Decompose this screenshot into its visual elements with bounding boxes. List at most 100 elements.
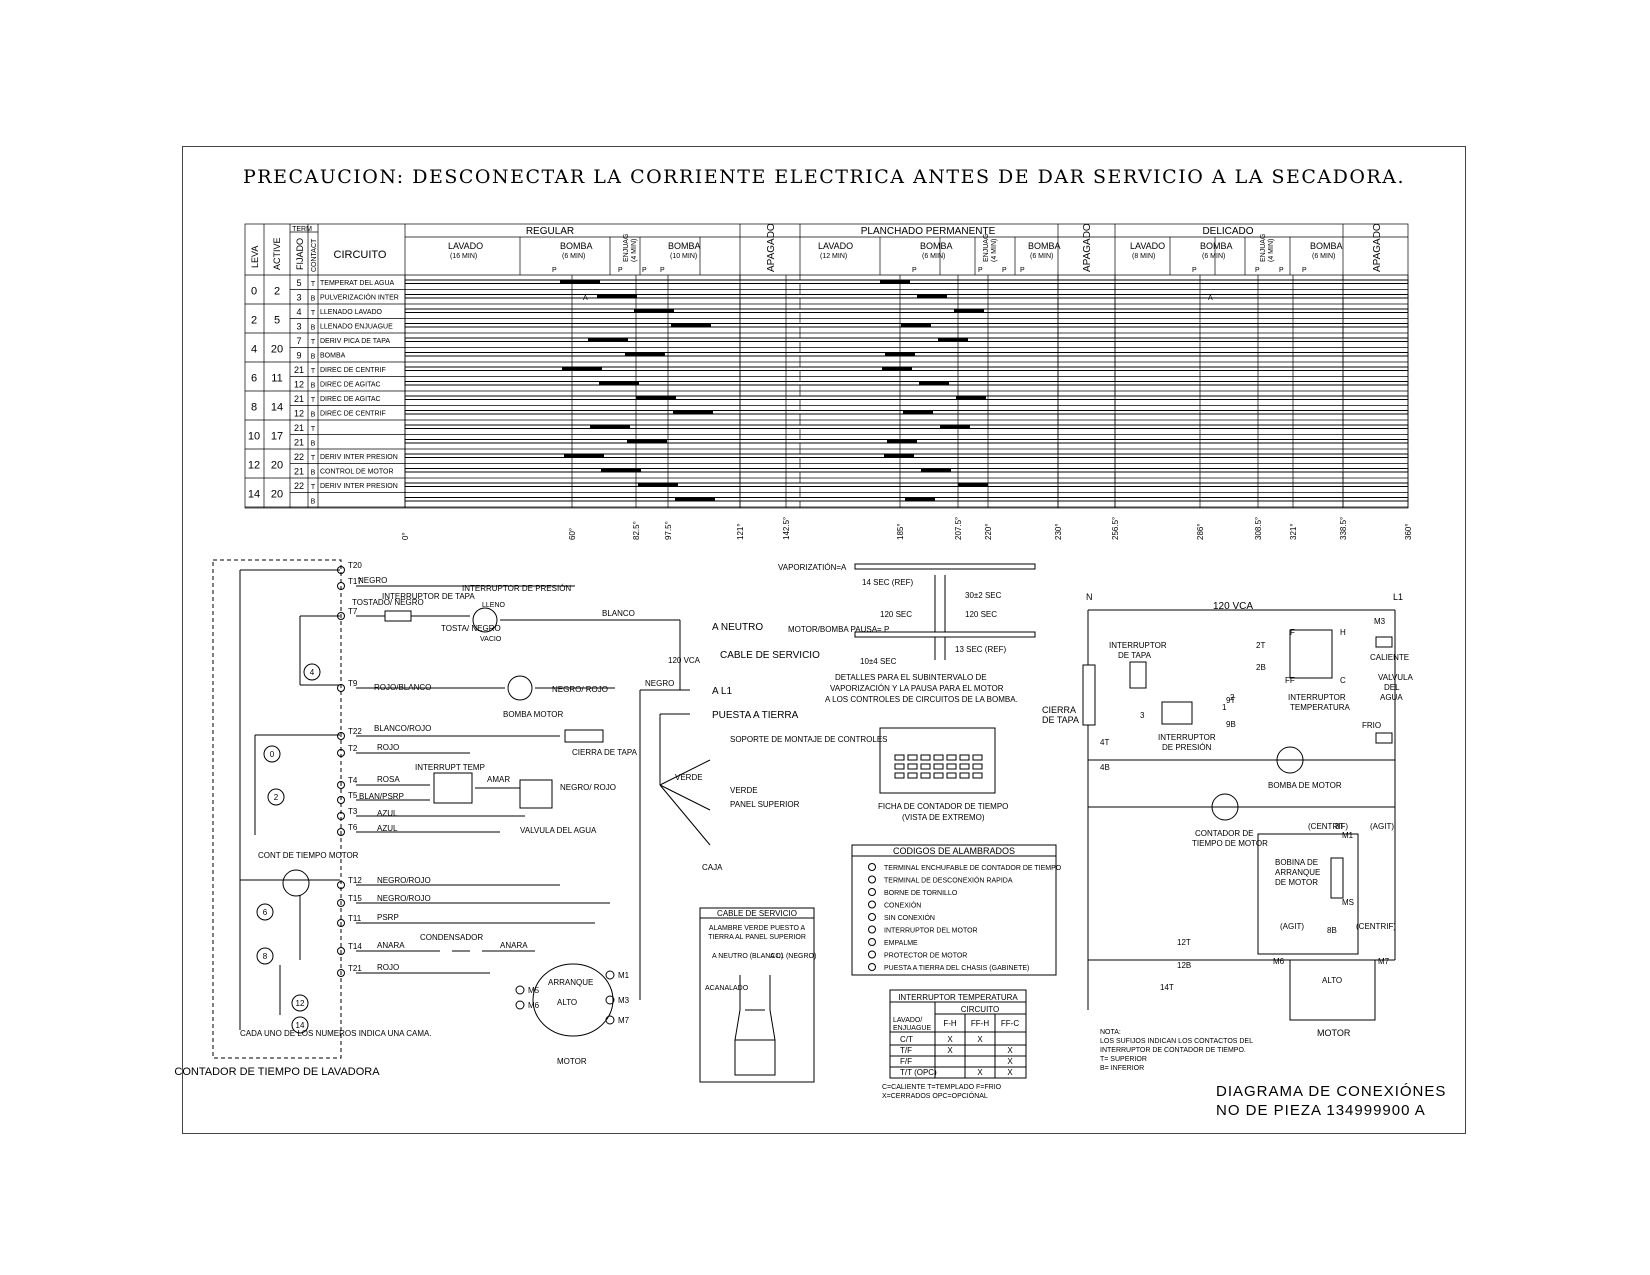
tt-col-2: FF-C — [1001, 1019, 1019, 1028]
term-14: 22 — [294, 481, 304, 491]
cam-14: 14 — [296, 1021, 305, 1030]
motor-bomba: MOTOR/BOMBA PAUSA= P — [788, 625, 889, 634]
term-3: 3 — [296, 322, 301, 332]
nota-2: LOS SUFIJOS INDICAN LOS CONTACTOS DEL — [1100, 1038, 1253, 1045]
r-agit-2: (AGIT) — [1280, 922, 1304, 931]
codes-title: CODIGOS DE ALAMBRADOS — [893, 846, 1015, 856]
cam-4: 4 — [310, 668, 315, 677]
p-mark-1-0: P — [912, 267, 917, 274]
contact-6: T — [311, 368, 316, 375]
sub-time-1-6: (6 MIN) — [1030, 253, 1053, 260]
soporte-label: SOPORTE DE MONTAJE DE CONTROLES — [730, 735, 888, 744]
degree-3: 97.5° — [664, 521, 673, 540]
ficha-1: FICHA DE CONTADOR DE TIEMPO — [878, 802, 1008, 811]
leva-4: 8 — [251, 402, 257, 414]
wire-anara-1: ANARA — [377, 941, 405, 950]
terminal-T5: T5 — [348, 791, 358, 800]
sub-2-2: BOMBA — [1200, 241, 1233, 251]
tt-cell-1-0: X — [947, 1046, 953, 1055]
cam-0: 0 — [270, 750, 275, 759]
sub-time-0-2: (6 MIN) — [562, 253, 585, 260]
sc-title: CABLE DE SERVICIO — [717, 909, 797, 918]
panel-superior: PANEL SUPERIOR — [730, 800, 800, 809]
leva-3: 6 — [251, 373, 257, 385]
circuit-label-9: DIREC DE CENTRIF — [320, 411, 386, 418]
wire-tostado: TOSTADO/ NEGRO — [352, 598, 424, 607]
tosta-negro-label: TOSTA/ NEGRO — [441, 624, 501, 633]
term-1: 3 — [296, 293, 301, 303]
code-item-2: BORNE DE TORNILLO — [884, 890, 958, 897]
r-valvula-3: AGUA — [1380, 693, 1403, 702]
group-planchado: PLANCHADO PERMANENTE — [861, 226, 996, 237]
active-4: 14 — [271, 402, 283, 414]
r-label-M6: M6 — [1273, 957, 1285, 966]
cable-servicio: CABLE DE SERVICIO — [720, 650, 820, 661]
terminal-T3: T3 — [348, 807, 358, 816]
circuit-label-14: DERIV INTER PRESION — [320, 483, 398, 490]
sc-neutro: A NEUTRO (BLANCO) — [712, 953, 783, 960]
code-item-1: TERMINAL DE DESCONEXIÓN RAPIDA — [884, 876, 1013, 885]
interruptor-presion-left: INTERRUPTOR DE PRESIÓN — [462, 584, 571, 593]
sub-enjuag-1: ENJUAG — [983, 234, 990, 262]
tt-row-2: F/F — [900, 1057, 912, 1066]
condensador-label: CONDENSADOR — [420, 933, 483, 942]
circuit-label-6: DIREC DE CENTRIF — [320, 367, 386, 374]
r-label-MS: MS — [1342, 898, 1354, 907]
alto-left: ALTO — [557, 998, 577, 1007]
head-active: ACTIVE — [272, 237, 282, 270]
wire-negro-rojo-2: NEGRO/ROJO — [377, 894, 431, 903]
wire-amar: AMAR — [487, 775, 510, 784]
detalles-2: VAPORIZACIÓN Y LA PAUSA PARA EL MOTOR — [830, 684, 1004, 693]
footer-line1: DIAGRAMA DE CONEXIÓNES — [1216, 1083, 1447, 1100]
r-contador-1: CONTADOR DE — [1195, 829, 1254, 838]
sec13: 13 SEC (REF) — [955, 645, 1006, 654]
degree-13: 321° — [1289, 523, 1298, 540]
p-mark-1-1: P — [978, 267, 983, 274]
detalles-1: DETALLES PARA EL SUBINTERVALO DE — [835, 673, 987, 682]
sub-time-2-0: (8 MIN) — [1132, 253, 1155, 260]
terminal-T17: T17 — [348, 577, 362, 586]
wire-blan-psrp: BLAN/PSRP — [359, 792, 404, 801]
lleno-label: LLENO — [482, 602, 506, 609]
r-n: N — [1086, 592, 1093, 602]
arranque-label: ARRANQUE — [548, 978, 593, 987]
sub-time-2-6: (6 MIN) — [1312, 253, 1335, 260]
terminal-T22: T22 — [348, 727, 362, 736]
tt-row-0: C/T — [900, 1035, 913, 1044]
sub-0-0: LAVADO — [448, 241, 483, 251]
terminal-T2: T2 — [348, 744, 358, 753]
sub-time-0-6: (10 MIN) — [670, 253, 697, 260]
code-item-0: TERMINAL ENCHUFABLE DE CONTADOR DE TIEMP… — [884, 865, 1062, 872]
wire-negro-rojo-a: NEGRO/ ROJO — [552, 685, 608, 694]
head-leva: LEVA — [250, 246, 260, 268]
r-motor: MOTOR — [1317, 1028, 1351, 1038]
leva-0: 0 — [251, 286, 257, 298]
contact-1: B — [311, 296, 316, 303]
degree-14: 338.5° — [1339, 517, 1348, 540]
motor-term-M3: M3 — [618, 996, 630, 1005]
p-mark-2-3: P — [1302, 267, 1307, 274]
motor-term-M7: M7 — [618, 1016, 630, 1025]
sub-enjuag-time-1: (4 MIN) — [991, 239, 998, 262]
cam-8: 8 — [263, 952, 268, 961]
caution-title: PRECAUCION: DESCONECTAR LA CORRIENTE ELE… — [242, 166, 1405, 188]
contact-12: T — [311, 455, 316, 462]
degree-10: 256.5° — [1111, 517, 1120, 540]
code-item-6: EMPALME — [884, 940, 918, 947]
contact-13: B — [311, 470, 316, 477]
r-label-12B: 12B — [1177, 961, 1191, 970]
bomba-motor-left: BOMBA MOTOR — [503, 710, 564, 719]
tt-col0a: LAVADO/ — [893, 1017, 922, 1024]
active-0: 2 — [274, 286, 280, 298]
r-bobina-2: ARRANQUE — [1275, 868, 1320, 877]
p-mark-0-2: P — [642, 267, 647, 274]
circuit-label-4: DERIV PICA DE TAPA — [320, 338, 390, 345]
circuit-label-7: DIREC DE AGITAC — [320, 382, 381, 389]
term-0: 5 — [296, 278, 301, 288]
timer-chart: TERM LEVA ACTIVE FIJADO CONTACT CIRCUITO… — [244, 223, 1413, 540]
tt-row-1: T/F — [900, 1046, 912, 1055]
apagado-3: APAGADO — [1372, 223, 1383, 272]
footer-line2: NO DE PIEZA 134999900 A — [1216, 1102, 1426, 1119]
term-7: 12 — [294, 380, 304, 390]
r-valvula-2: DEL — [1384, 683, 1400, 692]
